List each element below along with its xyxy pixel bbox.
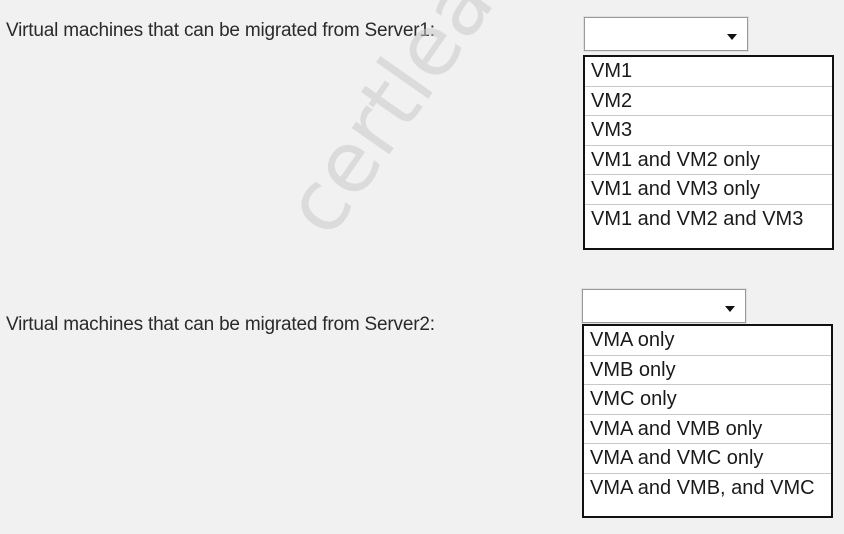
server2-option[interactable]: VMA and VMB only <box>584 415 831 444</box>
server2-question-label: Virtual machines that can be migrated fr… <box>6 314 435 335</box>
server1-option[interactable]: VM1 and VM2 only <box>585 146 832 175</box>
server2-option[interactable]: VMA and VMC only <box>584 444 831 474</box>
chevron-down-icon[interactable] <box>727 34 737 40</box>
server2-options-list: VMA only VMB only VMC only VMA and VMB o… <box>582 324 833 518</box>
server1-option[interactable]: VM1 <box>585 57 832 87</box>
server1-question-label: Virtual machines that can be migrated fr… <box>6 20 435 41</box>
server2-option[interactable]: VMB only <box>584 356 831 385</box>
server2-dropdown[interactable] <box>582 289 746 323</box>
server1-options-list: VM1 VM2 VM3 VM1 and VM2 only VM1 and VM3… <box>583 55 834 250</box>
server1-option[interactable]: VM3 <box>585 116 832 146</box>
server1-option[interactable]: VM1 and VM3 only <box>585 175 832 205</box>
chevron-down-icon[interactable] <box>725 306 735 312</box>
server1-option[interactable]: VM1 and VM2 and VM3 <box>591 207 804 230</box>
server2-option[interactable]: VMC only <box>584 385 831 415</box>
server1-option[interactable]: VM2 <box>585 87 832 116</box>
server2-option[interactable]: VMA only <box>584 326 831 356</box>
server1-dropdown[interactable] <box>584 17 748 51</box>
server2-option[interactable]: VMA and VMB, and VMC <box>590 476 815 499</box>
